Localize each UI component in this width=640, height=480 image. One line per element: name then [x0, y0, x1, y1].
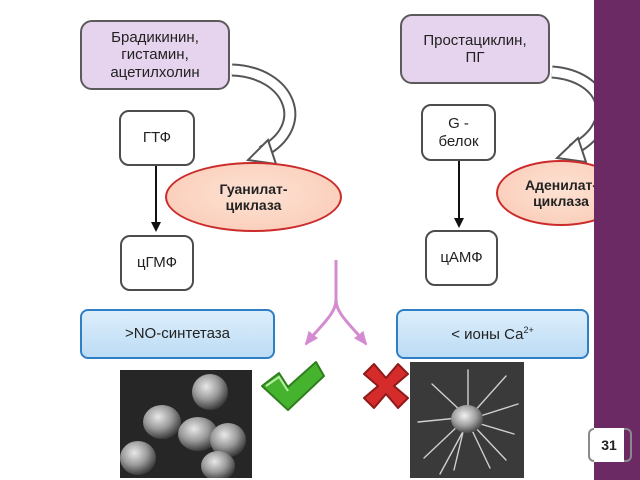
right-product-box: цАМФ	[425, 230, 498, 286]
left-enzyme-label: Гуанилат- циклаза	[219, 180, 288, 213]
left-product-box: цГМФ	[120, 235, 194, 291]
right-substrate-box: G - белок	[421, 104, 496, 161]
left-trigger-box: Брадикинин, гистамин, ацетилхолин	[80, 20, 230, 90]
page-number-bracket-right	[624, 428, 632, 462]
right-trigger-box: Простациклин, ПГ	[400, 14, 550, 84]
right-effect-box: < ионы Са2+	[396, 309, 589, 359]
check-icon	[261, 361, 325, 411]
left-curved-arrow	[231, 63, 297, 166]
right-effect-label: < ионы Са2+	[451, 325, 534, 343]
page-number: 31	[594, 428, 624, 462]
slide-sidebar	[594, 0, 640, 480]
right-effect-text: < ионы Са	[451, 325, 524, 343]
cross-icon	[363, 363, 409, 409]
resting-platelets-photo	[120, 370, 252, 478]
right-enzyme-label: Аденилат- циклаза	[524, 176, 598, 209]
activated-platelet-photo	[410, 362, 524, 478]
left-effect-box: >NO-синтетаза	[80, 309, 275, 359]
right-substrate-label: G - белок	[438, 115, 479, 150]
left-trigger-label: Брадикинин, гистамин, ацетилхолин	[110, 29, 200, 81]
right-trigger-label: Простациклин, ПГ	[423, 31, 527, 66]
left-substrate-label: ГТФ	[142, 129, 172, 147]
right-product-label: цАМФ	[440, 249, 483, 267]
left-enzyme-ellipse: Гуанилат- циклаза	[165, 162, 342, 232]
left-product-label: цГМФ	[136, 254, 178, 272]
right-effect-superscript: 2+	[523, 324, 534, 335]
fork-arrow	[304, 260, 368, 346]
page-number-bracket-left	[588, 428, 596, 462]
left-effect-label: >NO-синтетаза	[124, 325, 231, 343]
left-substrate-box: ГТФ	[119, 110, 195, 166]
